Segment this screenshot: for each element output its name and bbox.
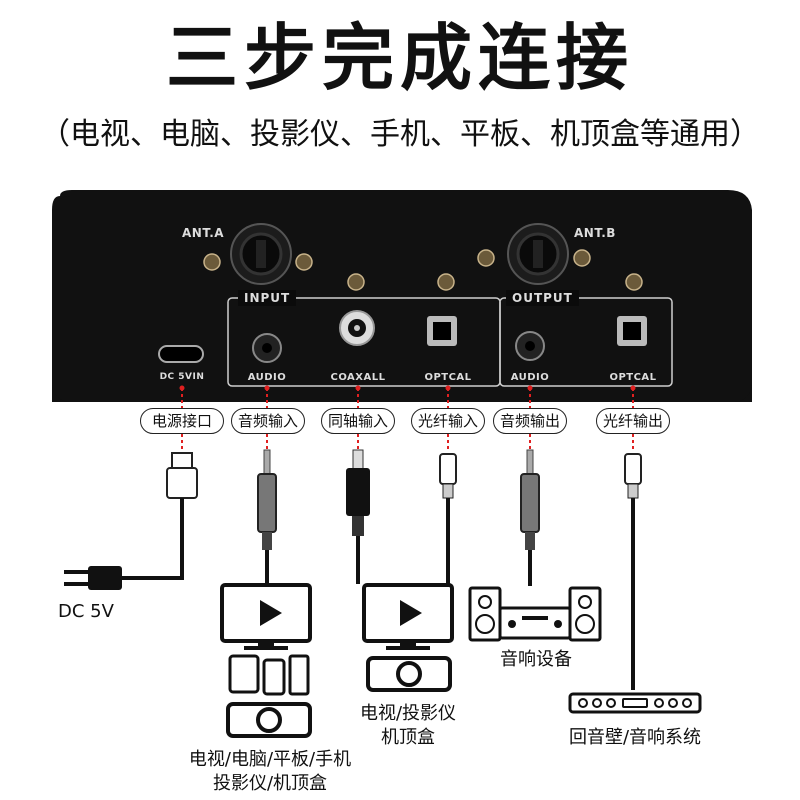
- aux-plug-out-icon: [520, 449, 540, 550]
- caption-audio-out: 音响设备: [500, 649, 572, 670]
- tv-left-icon: [220, 583, 312, 650]
- port-label-optical-out: OPTCAL: [609, 372, 657, 383]
- leader-lines: [181, 388, 634, 450]
- label-optical-input: 光纤输入: [411, 408, 485, 434]
- page-subtitle: （电视、电脑、投影仪、手机、平板、机顶盒等通用）: [40, 117, 760, 152]
- port-label-coax: COAXALL: [330, 372, 386, 383]
- caption-coax-line1: 电视/投影仪: [359, 703, 457, 724]
- port-label-dc: DC 5VIN: [159, 372, 205, 382]
- audio-in-port-icon: [252, 333, 282, 363]
- caption-audio-in-line2: 投影仪/机顶盒: [212, 773, 328, 794]
- caption-coax-line2: 机顶盒: [381, 727, 435, 748]
- label-audio-input: 音频输入: [231, 408, 305, 434]
- audio-out-port-icon: [515, 331, 545, 361]
- caption-optical-out: 回音壁/音响系统: [568, 727, 702, 748]
- optical-plug-in-icon: [439, 453, 457, 499]
- power-plug-icon: [64, 566, 122, 590]
- label-coax-input: 同轴输入: [321, 408, 395, 434]
- coax-port-icon: [339, 310, 375, 346]
- usb-c-plug-icon: [166, 452, 198, 499]
- rca-plug-icon: [346, 449, 370, 536]
- projector-middle-icon: [366, 656, 452, 692]
- optical-out-port-icon: [617, 316, 647, 346]
- port-label-audio-out: AUDIO: [510, 372, 550, 383]
- power-cable: [122, 498, 184, 580]
- devices-icon: [228, 654, 310, 696]
- antenna-a-connector-icon: [230, 223, 292, 285]
- dc-port-icon: [158, 345, 204, 363]
- caption-audio-in-line1: 电视/电脑/平板/手机: [188, 749, 352, 770]
- label-power-port: 电源接口: [140, 408, 224, 434]
- input-header: INPUT: [238, 290, 297, 306]
- speaker-system-icon: [468, 586, 602, 642]
- aux-plug-in-icon: [257, 449, 277, 550]
- panel-screws: [203, 249, 643, 291]
- port-label-audio-in: AUDIO: [247, 372, 287, 383]
- output-header: OUTPUT: [506, 290, 579, 306]
- tv-middle-icon: [362, 583, 454, 650]
- optical-plug-out-icon: [624, 453, 642, 499]
- ant-a-label: ANT.A: [182, 226, 225, 240]
- optical-in-port-icon: [427, 316, 457, 346]
- caption-dc-5v: DC 5V: [58, 601, 114, 622]
- ant-b-label: ANT.B: [574, 226, 616, 240]
- antenna-b-connector-icon: [507, 223, 569, 285]
- port-label-optical-in: OPTCAL: [424, 372, 472, 383]
- label-audio-output: 音频输出: [493, 408, 567, 434]
- page-title: 三步完成连接: [165, 16, 634, 100]
- output-frame: [499, 297, 673, 387]
- projector-left-icon: [226, 702, 312, 738]
- label-optical-output: 光纤输出: [596, 408, 670, 434]
- soundbar-icon: [568, 692, 702, 714]
